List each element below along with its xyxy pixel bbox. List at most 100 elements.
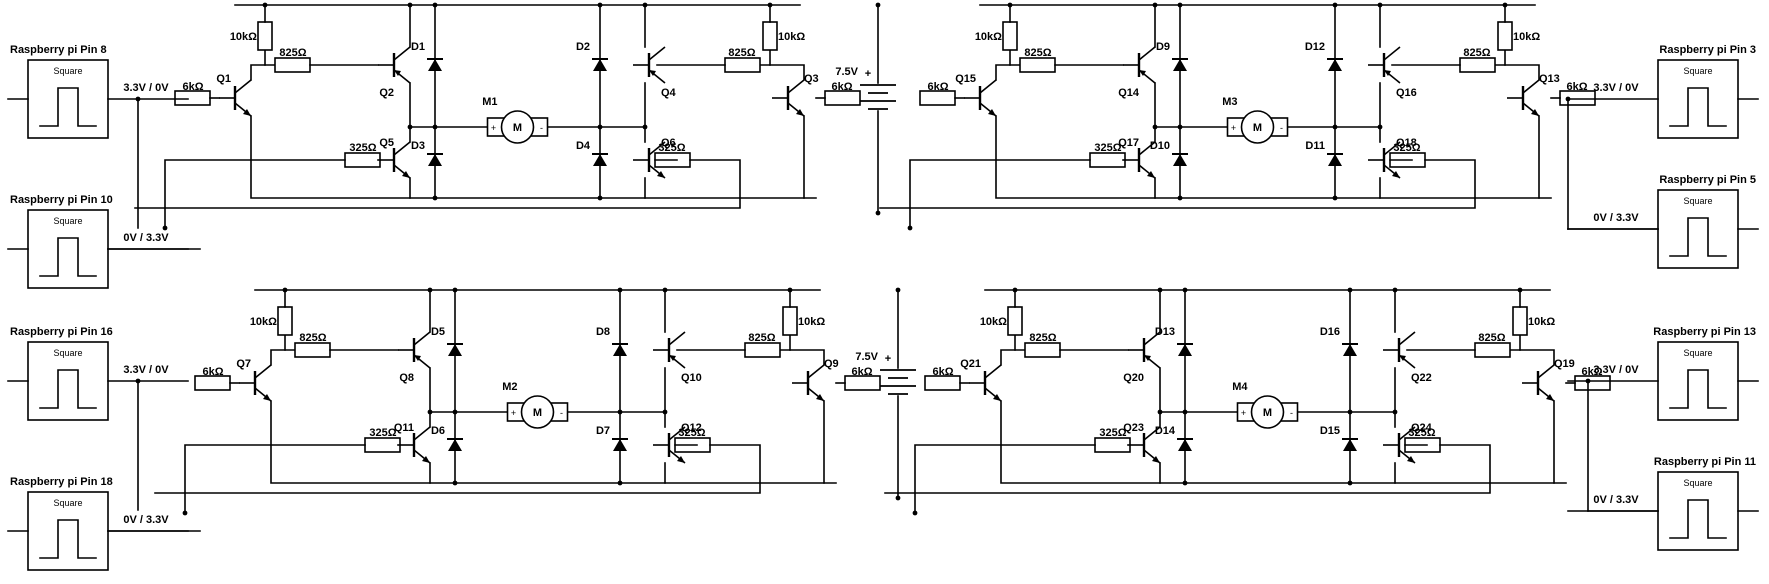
resistor	[344, 152, 381, 168]
junction-dot	[432, 2, 438, 8]
transistor-label: Q22	[1411, 372, 1432, 384]
transistor-pnp	[1121, 45, 1157, 85]
resistor-value: 10kΩ	[798, 316, 825, 328]
resistor	[844, 375, 881, 391]
diode-label: D10	[1150, 140, 1170, 152]
transistor-label: Q20	[1123, 372, 1144, 384]
h-bridge-4: M+-M46kΩQ2110kΩ825ΩQ20325ΩQ23D13D146kΩQ1…	[884, 287, 1611, 516]
square-wave-icon	[1669, 369, 1727, 409]
motor-label: M4	[1232, 381, 1248, 393]
resistor	[1559, 90, 1596, 106]
transistor-label: Q18	[1396, 137, 1417, 149]
junction-dot	[162, 225, 168, 231]
motor-plus: +	[491, 123, 496, 133]
junction-dot	[597, 124, 603, 130]
transistor-npn	[237, 363, 273, 403]
wire	[250, 115, 817, 199]
junction-dot	[912, 510, 918, 516]
junction-dot	[427, 409, 433, 415]
square-wave-box	[27, 59, 109, 139]
transistor-label: Q10	[681, 372, 702, 384]
wire	[154, 444, 761, 494]
resistor	[744, 342, 781, 358]
diode	[1178, 439, 1192, 451]
diode-label: D6	[431, 425, 445, 437]
diode-label: D12	[1305, 41, 1325, 53]
transistor-label: Q11	[394, 422, 414, 434]
junction-dot	[1157, 287, 1163, 293]
motor-label: M1	[482, 96, 497, 108]
pin-label: Raspberry pi Pin 10	[10, 194, 113, 206]
diode-label: D13	[1155, 326, 1175, 338]
motor-plus: +	[511, 408, 516, 418]
wire	[164, 159, 346, 229]
wire	[1000, 400, 1567, 484]
motor-plus: +	[1231, 123, 1236, 133]
resistor	[1512, 306, 1528, 336]
level-label: 0V / 3.3V	[1593, 212, 1639, 224]
diode	[1343, 344, 1357, 356]
resistor-value: 825Ω	[299, 332, 326, 344]
junction-dot	[642, 124, 648, 130]
battery-1: +7.5V	[835, 2, 896, 216]
square-wave-icon	[39, 369, 97, 409]
diode-label: D14	[1155, 425, 1176, 437]
resistor-value: 825Ω	[279, 47, 306, 59]
diode-label: D9	[1156, 41, 1170, 53]
junction-dot	[1012, 287, 1018, 293]
transistor-pnp	[396, 330, 432, 370]
motor-icon	[500, 110, 535, 144]
resistor-value: 6kΩ	[831, 81, 852, 93]
junction-dot	[1152, 124, 1158, 130]
junction-dot	[1377, 124, 1383, 130]
resistor	[174, 90, 211, 106]
resistor	[274, 57, 311, 73]
motor-minus: -	[1290, 408, 1293, 418]
transistor-npn	[790, 363, 826, 403]
junction-dot	[1007, 2, 1013, 8]
diode	[613, 439, 627, 451]
resistor-value: 10kΩ	[1528, 316, 1555, 328]
square-wave-box	[1657, 341, 1739, 421]
pin-label: Raspberry pi Pin 18	[10, 476, 113, 488]
resistor	[824, 90, 861, 106]
diode-label: D5	[431, 326, 445, 338]
transistor-label: Q16	[1396, 87, 1417, 99]
square-label: Square	[53, 348, 82, 358]
wire	[270, 349, 296, 366]
square-label: Square	[1683, 196, 1712, 206]
resistor-value: 10kΩ	[1513, 31, 1540, 43]
resistor	[1459, 57, 1496, 73]
signal-source: Square Raspberry pi Pin 5 0V / 3.3V	[1567, 174, 1759, 269]
junction-dot	[182, 510, 188, 516]
transistor-label: Q7	[236, 358, 251, 370]
junction-dot	[1332, 195, 1338, 201]
junction-dot	[407, 124, 413, 130]
pin-label: Raspberry pi Pin 3	[1659, 44, 1756, 56]
junction-dot	[1182, 480, 1188, 486]
square-wave-icon	[39, 87, 97, 127]
battery-plus: +	[865, 68, 871, 80]
motor-symbol: M	[533, 407, 542, 419]
resistor-value: 325Ω	[678, 427, 705, 439]
junction-dot	[432, 124, 438, 130]
junction-dot	[617, 480, 623, 486]
resistor-value: 325Ω	[1408, 427, 1435, 439]
wire	[134, 159, 741, 209]
pin-label: Raspberry pi Pin 5	[1659, 174, 1756, 186]
motor-label: M2	[502, 381, 517, 393]
wire	[909, 159, 1091, 229]
junction-dot	[617, 409, 623, 415]
resistor-value: 6kΩ	[182, 81, 203, 93]
transistor-pnp	[376, 45, 412, 85]
resistor	[294, 342, 331, 358]
transistor-npn	[962, 78, 998, 118]
junction-dot	[1585, 378, 1591, 384]
junction-dot	[1392, 287, 1398, 293]
diode	[593, 154, 607, 166]
diode	[593, 59, 607, 71]
diode	[1328, 59, 1342, 71]
junction-dot	[452, 287, 458, 293]
